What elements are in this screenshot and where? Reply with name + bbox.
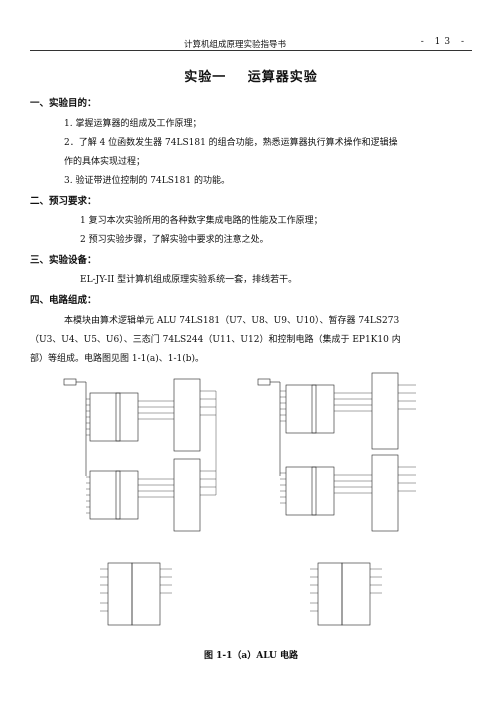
alu-circuit-diagram bbox=[63, 372, 416, 626]
header-title: 计算机组成原理实验指导书 bbox=[184, 40, 287, 50]
figure-caption: 图 1-1（a）ALU 电路 bbox=[203, 651, 299, 661]
section-heading-purpose: 一、实验目的： bbox=[30, 98, 97, 109]
section-heading-preview: 二、预习要求： bbox=[30, 196, 97, 207]
section-heading-circuit: 四、电路组成： bbox=[30, 295, 97, 306]
preview-item-2: 2 预习实验步骤，了解实验中要求的注意之处。 bbox=[80, 235, 269, 245]
page-number: - 13 - bbox=[420, 37, 468, 47]
purpose-item-1: 1. 掌握运算器的组成及工作原理； bbox=[64, 119, 202, 129]
circuit-desc-3: 部）等组成。电路图见图 1-1(a)、1-1(b)。 bbox=[30, 354, 205, 364]
circuit-desc-1: 本模块由算术逻辑单元 ALU 74LS181（U7、U8、U9、U10）、暂存器… bbox=[64, 316, 400, 326]
experiment-number: 实验一 bbox=[184, 70, 227, 85]
experiment-title: 实验一 运算器实验 bbox=[0, 66, 502, 85]
circuit-desc-2: （U3、U4、U5、U6）、三态门 74LS244（U11、U12）和控制电路（… bbox=[30, 335, 401, 345]
page-header: 计算机组成原理实验指导书 - 13 - bbox=[30, 36, 472, 51]
equipment-item: EL-JY-II 型计算机组成原理实验系统一套，排线若干。 bbox=[80, 275, 298, 285]
preview-item-1: 1 复习本次实验所用的各种数字集成电路的性能及工作原理； bbox=[80, 216, 323, 226]
purpose-item-2: 2．了解 4 位函数发生器 74LS181 的组合功能，熟悉运算器执行算术操作和… bbox=[64, 138, 398, 148]
purpose-item-2-cont: 作的具体实现过程； bbox=[64, 157, 146, 167]
purpose-item-3: 3. 验证带进位控制的 74LS181 的功能。 bbox=[64, 176, 230, 186]
section-heading-equipment: 三、实验设备： bbox=[30, 255, 97, 266]
experiment-name: 运算器实验 bbox=[247, 70, 318, 85]
